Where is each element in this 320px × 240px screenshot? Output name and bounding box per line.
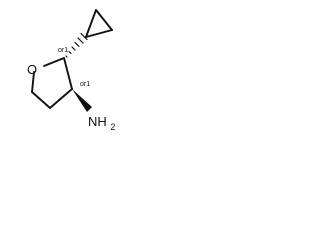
stereo-label-c2: or1	[58, 47, 68, 54]
bond-c4-c5	[31, 91, 51, 109]
stereo-label-c3: or1	[80, 81, 90, 88]
bond-c2-c3	[63, 57, 73, 90]
bond-cp3-cp1	[85, 29, 113, 38]
amine-label: NH 2	[88, 114, 115, 132]
amine-subscript: 2	[110, 122, 115, 132]
bond-o1-c2	[43, 57, 65, 67]
bond-c3-c4	[49, 88, 73, 109]
bond-c5-o1	[31, 71, 35, 93]
bond-cp1-cp2	[85, 9, 97, 38]
wedge-c3-amine	[72, 89, 92, 112]
hashed-wedge-c2-cyclopropyl	[65, 32, 88, 58]
bond-cp2-cp3	[95, 9, 113, 31]
amine-text: NH	[88, 114, 107, 129]
molecule-diagram: O NH 2 or1 or1	[27, 9, 115, 132]
oxygen-atom-label: O	[27, 62, 37, 77]
